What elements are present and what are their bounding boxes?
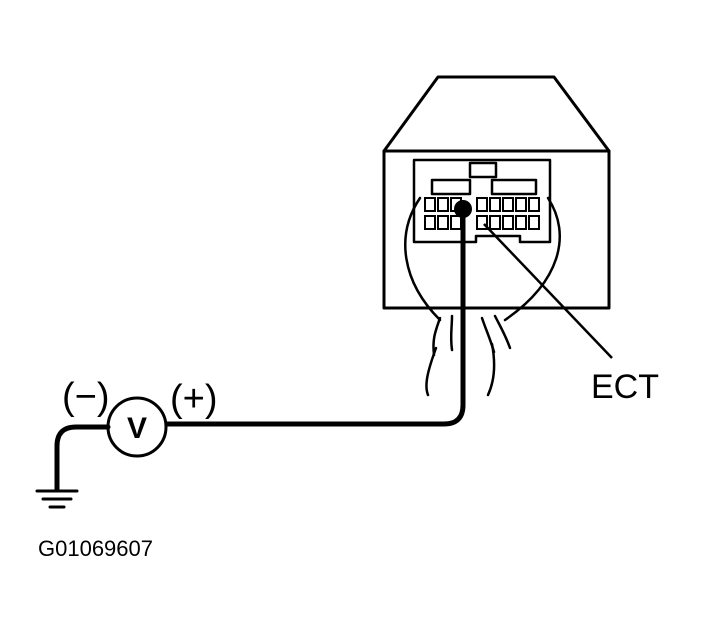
housing-front-face: [382, 149, 611, 310]
connector-pin: [502, 197, 514, 212]
positive-terminal-label: (+): [170, 378, 218, 420]
connector-pin: [437, 197, 449, 212]
connector-shell: [412, 158, 552, 244]
connector-pin: [437, 215, 449, 230]
housing-top-bevel: [382, 75, 611, 153]
voltmeter-icon: V: [106, 396, 168, 458]
connector-pin: [476, 197, 488, 212]
probe-wire-positive: [162, 209, 466, 427]
connector-pin: [424, 215, 436, 230]
connector-pin: [424, 197, 436, 212]
connector-key-left: [430, 178, 472, 196]
connector-icon: [412, 158, 552, 244]
ect-leader-line: [483, 223, 613, 359]
connector-lock-tab: [468, 161, 498, 179]
connector-pin: [450, 215, 462, 230]
negative-terminal-label: (−): [62, 376, 110, 418]
probe-wire-negative: [54, 424, 111, 493]
probe-contact: [454, 200, 472, 218]
connector-pin: [476, 215, 488, 230]
wire-harness: [404, 196, 561, 397]
harness-wire-2: [449, 314, 454, 352]
figure-code: G01069607: [38, 536, 153, 561]
harness-wire-4: [493, 314, 512, 350]
connector-pin: [515, 197, 527, 212]
ect-terminal-label: ECT: [591, 368, 659, 406]
harness-sheath: [425, 342, 496, 397]
connector-pin: [489, 215, 501, 230]
connector-pin: [528, 197, 540, 212]
ground-icon: [35, 489, 79, 509]
connector-pin: [528, 215, 540, 230]
voltmeter-letter: V: [127, 412, 147, 445]
harness-loop: [404, 196, 561, 322]
connector-pin: [489, 197, 501, 212]
connector-key-right: [490, 178, 538, 196]
connector-pins: [424, 197, 540, 230]
connector-pin: [502, 215, 514, 230]
connector-pin: [515, 215, 527, 230]
component-housing: [382, 75, 611, 310]
